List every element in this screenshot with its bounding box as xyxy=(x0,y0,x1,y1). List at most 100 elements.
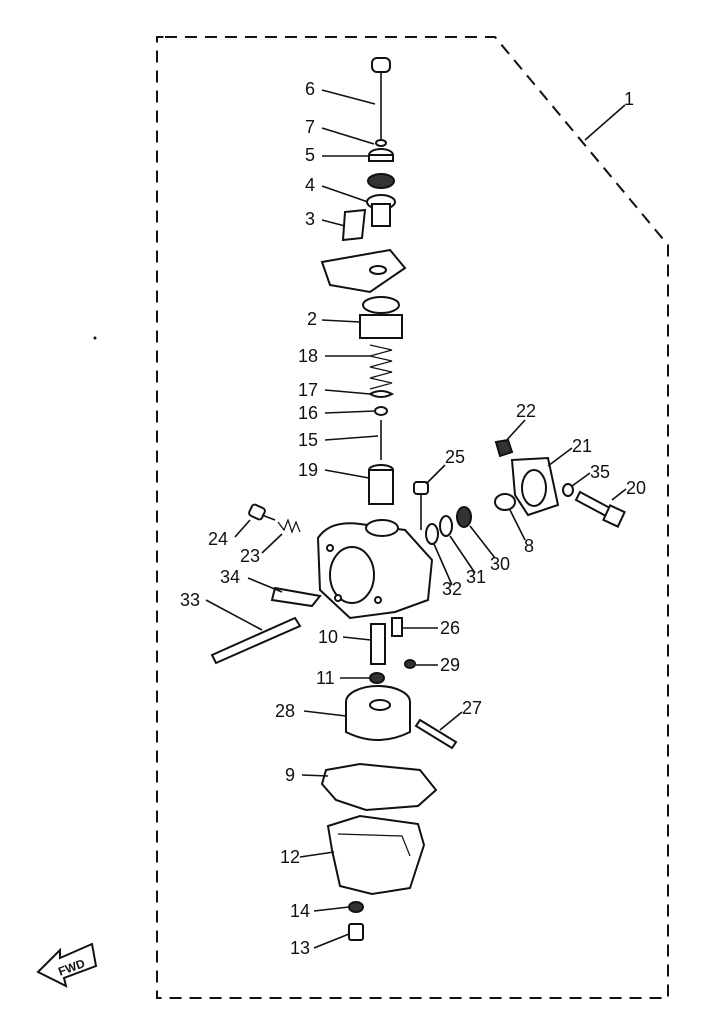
label-25: 25 xyxy=(445,447,465,467)
label-10: 10 xyxy=(318,627,338,647)
part-25-screw xyxy=(413,481,429,530)
part-13-drain-screw xyxy=(348,923,364,941)
part-7-washer xyxy=(375,139,387,147)
leader-17 xyxy=(324,389,371,395)
label-11: 11 xyxy=(316,668,335,688)
leader-28 xyxy=(303,710,347,717)
part-10-main-jet xyxy=(370,623,386,665)
label-23: 23 xyxy=(240,546,260,566)
label-9: 9 xyxy=(285,765,295,785)
part-19-throttle-valve xyxy=(368,464,394,505)
assembly-boundary xyxy=(156,36,669,999)
label-30: 30 xyxy=(490,554,510,574)
leader-13 xyxy=(313,933,350,949)
part-32-ring xyxy=(425,523,439,545)
leader-3 xyxy=(321,219,346,227)
part-31-ring xyxy=(439,515,453,537)
part-6-needle xyxy=(371,57,391,140)
part-24-screw xyxy=(248,503,276,521)
label-27: 27 xyxy=(462,698,482,718)
label-2: 2 xyxy=(307,309,317,329)
part-29-nut xyxy=(404,659,416,669)
leader-10 xyxy=(342,636,372,641)
label-35: 35 xyxy=(590,462,610,482)
label-14: 14 xyxy=(290,901,310,921)
part-12-float-bowl xyxy=(326,814,426,896)
label-20: 20 xyxy=(626,478,646,498)
leader-35 xyxy=(571,472,591,487)
leader-21 xyxy=(547,447,573,467)
part-26-screw xyxy=(391,617,403,637)
label-6: 6 xyxy=(305,79,315,99)
label-33: 33 xyxy=(180,590,200,610)
part-2-chamber-top xyxy=(359,296,403,339)
label-12: 12 xyxy=(280,847,300,867)
part-3-bracket xyxy=(320,208,407,294)
carburetor-body xyxy=(316,519,434,620)
part-21-cover xyxy=(510,456,560,517)
leader-15 xyxy=(324,435,379,441)
leader-7 xyxy=(321,127,375,145)
label-15: 15 xyxy=(298,430,318,450)
label-24: 24 xyxy=(208,529,228,549)
leader-9 xyxy=(301,774,329,777)
leader-33 xyxy=(205,599,263,631)
label-21: 21 xyxy=(572,436,592,456)
label-32: 32 xyxy=(442,579,462,599)
label-29: 29 xyxy=(440,655,460,675)
label-7: 7 xyxy=(305,117,315,137)
leader-32 xyxy=(433,543,453,586)
part-8-o-ring xyxy=(494,493,516,511)
part-22-nut xyxy=(494,438,514,458)
leader-23 xyxy=(261,533,283,554)
label-18: 18 xyxy=(298,346,318,366)
part-5b-nut xyxy=(367,173,395,189)
leader-1 xyxy=(584,104,626,141)
leader-20 xyxy=(611,488,627,501)
label-28: 28 xyxy=(275,701,295,721)
label-31: 31 xyxy=(466,567,486,587)
leader-25 xyxy=(425,464,446,485)
part-4-cap xyxy=(366,194,396,227)
part-9-gasket xyxy=(320,762,438,812)
leader-22 xyxy=(504,419,526,443)
leader-24 xyxy=(234,519,251,538)
label-1: 1 xyxy=(624,89,634,109)
part-30-ring xyxy=(456,506,472,528)
part-23-spring xyxy=(277,518,301,534)
part-11-jet xyxy=(369,672,385,684)
leader-31 xyxy=(449,535,476,574)
part-5-nut xyxy=(368,148,394,162)
leader-4 xyxy=(321,185,369,203)
part-27-float-pin xyxy=(414,718,458,750)
leader-16 xyxy=(324,410,376,414)
leader-12 xyxy=(299,851,335,858)
part-16-washer xyxy=(374,406,388,416)
leader-6 xyxy=(321,89,376,105)
leader-14 xyxy=(313,906,350,912)
part-18-spring xyxy=(369,344,393,390)
part-35-washer xyxy=(562,483,574,497)
label-26: 26 xyxy=(440,618,460,638)
part-17-clip xyxy=(369,390,395,398)
label-4: 4 xyxy=(305,175,315,195)
part-33-throttle-shaft xyxy=(210,616,302,665)
leader-2 xyxy=(321,319,361,323)
label-34: 34 xyxy=(220,567,240,587)
label-13: 13 xyxy=(290,938,310,958)
label-17: 17 xyxy=(298,380,318,400)
label-19: 19 xyxy=(298,460,318,480)
leader-27 xyxy=(439,711,463,731)
part-20-bolt xyxy=(574,490,626,528)
leader-19 xyxy=(324,469,370,479)
fwd-arrow-icon: FWD xyxy=(36,942,98,988)
leader-8 xyxy=(509,509,526,541)
part-34-plate xyxy=(270,586,322,608)
label-22: 22 xyxy=(516,401,536,421)
leader-30 xyxy=(469,525,496,559)
label-3: 3 xyxy=(305,209,315,229)
leader-34 xyxy=(247,577,283,593)
stray-dot xyxy=(93,336,97,340)
label-8: 8 xyxy=(524,536,534,556)
